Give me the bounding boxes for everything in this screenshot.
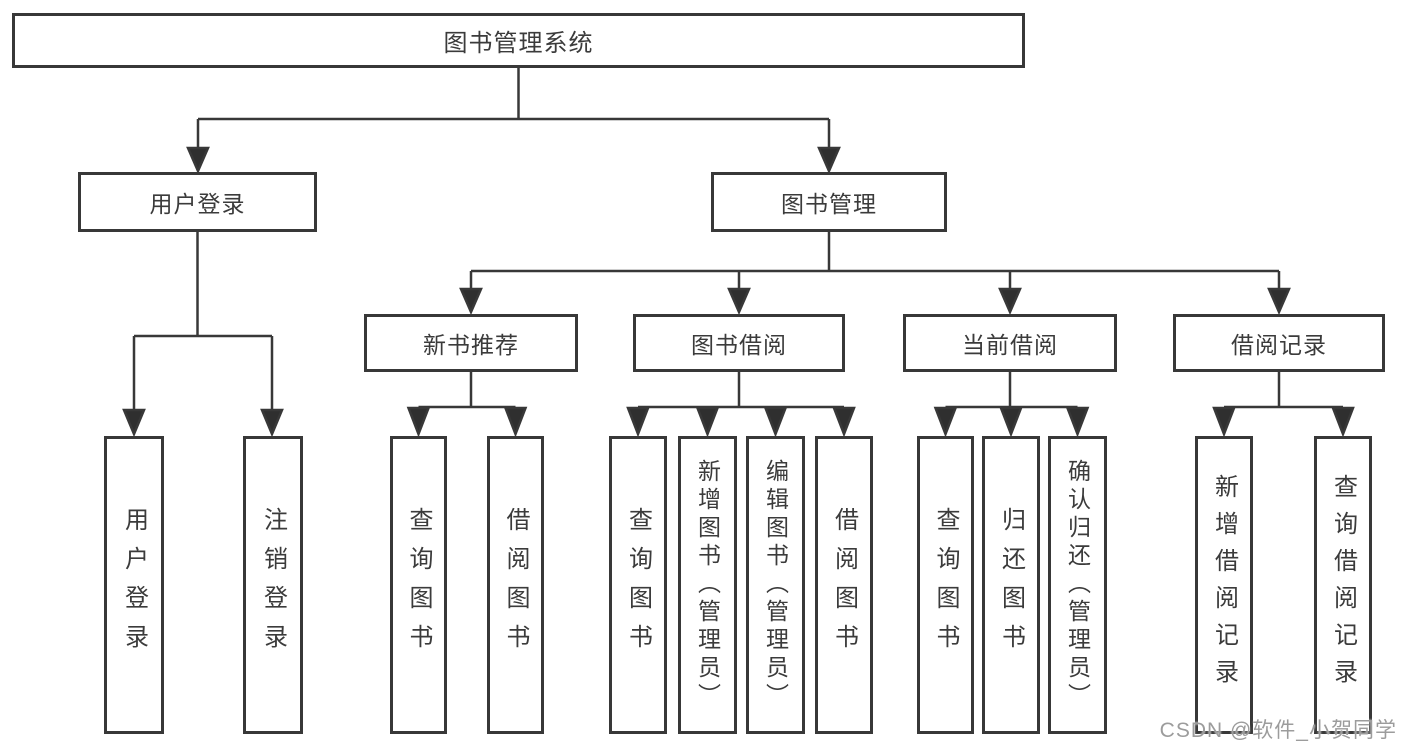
node-book-management: 图书管理 — [711, 172, 947, 232]
leaf-query-books-recommend: 查询图书 — [390, 436, 447, 734]
connector-user-login-children — [122, 232, 284, 438]
connector-book-management-children — [459, 232, 1291, 316]
leaf-borrow-books-recommend: 借阅图书 — [487, 436, 544, 734]
leaf-user-login: 用户登录 — [104, 436, 164, 734]
node-borrowing-records: 借阅记录 — [1173, 314, 1385, 372]
connector-borrowing-records-children — [1212, 372, 1355, 438]
leaf-confirm-return-admin: 确认归还（管理员） — [1048, 436, 1107, 734]
connector-current-borrowing-children — [933, 372, 1090, 438]
leaf-edit-book-admin: 编辑图书（管理员） — [746, 436, 805, 734]
arrowhead-down-icon — [817, 146, 841, 175]
leaf-query-books-borrowing: 查询图书 — [609, 436, 667, 734]
csdn-watermark: CSDN @软件_小贺同学 — [1159, 719, 1397, 742]
arrowhead-down-icon — [695, 406, 720, 438]
leaf-add-borrowing-record: 新增借阅记录 — [1195, 436, 1253, 734]
arrowhead-down-icon — [503, 406, 528, 438]
arrowhead-down-icon — [406, 406, 431, 438]
arrowhead-down-icon — [186, 146, 210, 175]
arrowhead-down-icon — [1331, 406, 1355, 438]
leaf-query-books-current: 查询图书 — [917, 436, 974, 734]
arrowhead-down-icon — [1212, 406, 1236, 438]
leaf-query-borrowing-record: 查询借阅记录 — [1314, 436, 1372, 734]
arrowhead-down-icon — [260, 408, 284, 438]
node-book-borrowing: 图书借阅 — [633, 314, 845, 372]
leaf-return-books: 归还图书 — [982, 436, 1040, 734]
leaf-borrow-books-borrowing: 借阅图书 — [815, 436, 873, 734]
node-user-login: 用户登录 — [78, 172, 317, 232]
arrowhead-down-icon — [832, 406, 856, 438]
node-current-borrowing: 当前借阅 — [903, 314, 1117, 372]
arrowhead-down-icon — [1065, 406, 1090, 438]
arrowhead-down-icon — [933, 406, 958, 438]
arrowhead-down-icon — [122, 408, 146, 438]
arrowhead-down-icon — [626, 406, 650, 438]
connector-new-book-children — [406, 372, 528, 438]
node-library-management-system: 图书管理系统 — [12, 13, 1025, 68]
leaf-add-book-admin: 新增图书（管理员） — [678, 436, 737, 734]
arrowhead-down-icon — [998, 287, 1022, 316]
arrowhead-down-icon — [727, 287, 751, 316]
arrowhead-down-icon — [1267, 287, 1291, 316]
arrowhead-down-icon — [999, 406, 1023, 438]
arrowhead-down-icon — [459, 287, 483, 316]
arrowhead-down-icon — [763, 406, 788, 438]
connector-book-borrowing-children — [626, 372, 856, 438]
node-new-book-recommendation: 新书推荐 — [364, 314, 578, 372]
connector-root-to-level2 — [186, 68, 841, 175]
leaf-logout: 注销登录 — [243, 436, 303, 734]
